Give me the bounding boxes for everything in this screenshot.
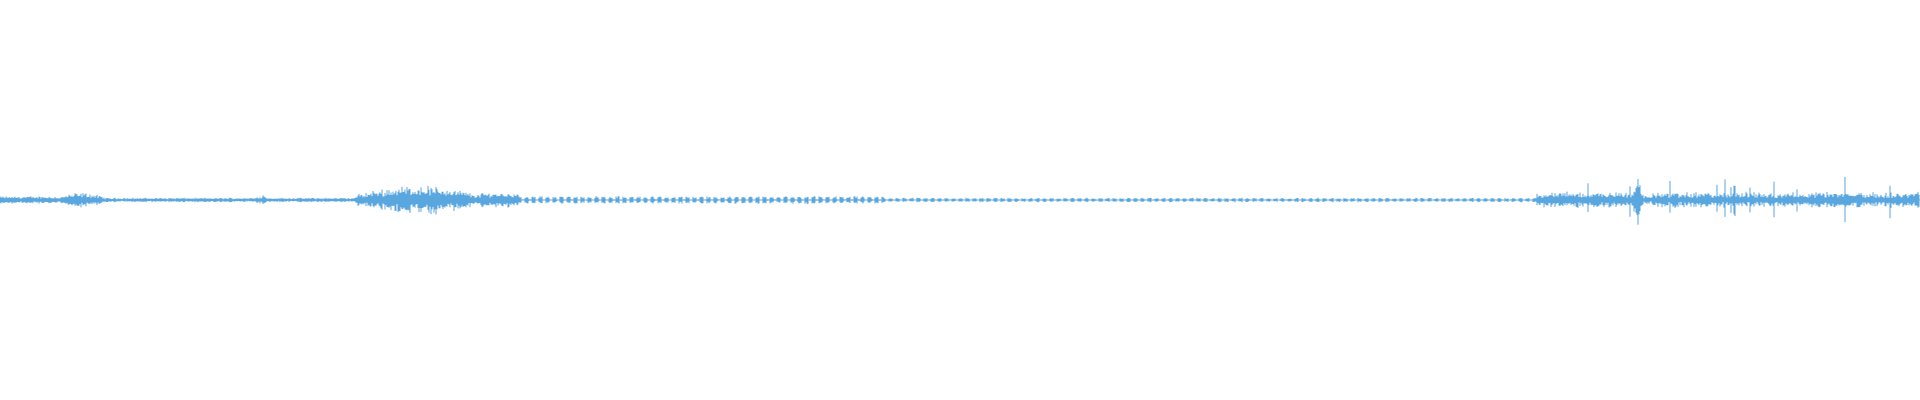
waveform-path bbox=[0, 176, 1920, 225]
waveform-path-group bbox=[0, 176, 1920, 225]
